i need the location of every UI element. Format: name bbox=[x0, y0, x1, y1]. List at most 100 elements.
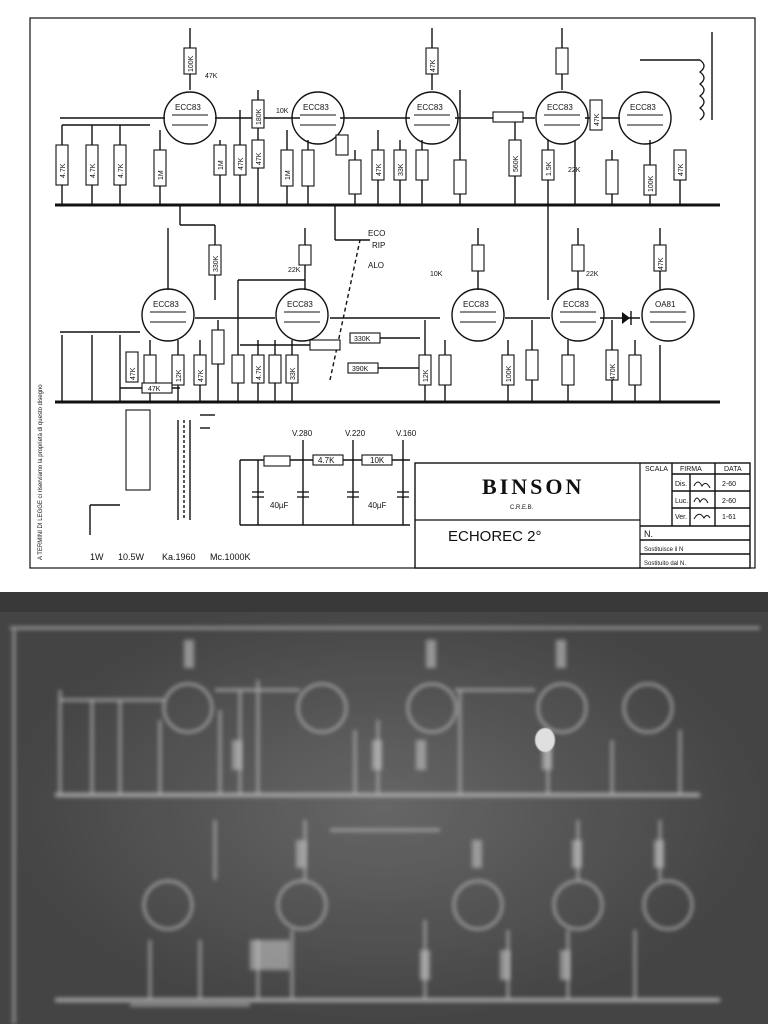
title-block bbox=[414, 462, 751, 569]
r-label: 330K bbox=[213, 255, 220, 272]
replaces-label: Sostituisce il N bbox=[644, 547, 683, 553]
footer-line: 1W 10.5W Ka.1960 Mc.1000K bbox=[90, 552, 251, 562]
r-label: 47K bbox=[238, 157, 245, 170]
th-firma: FIRMA bbox=[680, 466, 702, 473]
r-label: 47K bbox=[198, 369, 205, 382]
switch-labels: ECO RIP ALO bbox=[368, 229, 385, 270]
tube-v1 bbox=[163, 91, 217, 145]
r-label: 47K bbox=[205, 73, 218, 80]
r-label: 390K bbox=[352, 366, 369, 373]
r-label: 22K bbox=[568, 167, 581, 174]
tube-label-v5: ECC83 bbox=[630, 103, 656, 112]
r-label: 1M bbox=[218, 160, 225, 170]
r-label: 1M bbox=[158, 170, 165, 180]
tube-label-v10: OA81 bbox=[655, 300, 676, 309]
r-label: 180K bbox=[256, 108, 263, 125]
tube-v6 bbox=[141, 288, 195, 342]
model-name: ECHOREC 2° bbox=[448, 528, 542, 545]
supply-labels: V.280 V.220 V.160 40µF 40µF 4.7K 10K bbox=[270, 429, 417, 510]
number-label: N. bbox=[644, 529, 653, 539]
r-label: 47K bbox=[130, 367, 137, 380]
r-label: 47K bbox=[594, 113, 601, 126]
r-label: 1M bbox=[285, 170, 292, 180]
footer-item: Ka.1960 bbox=[162, 552, 196, 562]
r-label: 330K bbox=[354, 336, 371, 343]
th-data: DATA bbox=[724, 466, 742, 473]
r-label: 10K bbox=[430, 271, 443, 278]
tube-v3 bbox=[405, 91, 459, 145]
side-note: A TERMINI DI LEGGE ci riserviamo la prop… bbox=[38, 384, 44, 560]
r-label: 33K bbox=[290, 367, 297, 380]
tube-label-v8: ECC83 bbox=[463, 300, 489, 309]
top-schematic bbox=[29, 17, 756, 569]
tube-v10 bbox=[641, 288, 695, 342]
tube-v2 bbox=[291, 91, 345, 145]
r-label: 22K bbox=[586, 271, 599, 278]
resistor-labels: 4.7K 4.7K 4.7K 100K 47K 1M 1M 47K 180K 4… bbox=[60, 55, 685, 393]
r-label: 47K bbox=[678, 163, 685, 176]
brand-sub: C.R.E.B. bbox=[510, 505, 534, 511]
r-label: 12K bbox=[176, 369, 183, 382]
supply-v220: V.220 bbox=[345, 429, 366, 438]
tube-label-v9: ECC83 bbox=[563, 300, 589, 309]
r-label: 470K bbox=[610, 363, 617, 380]
footer-item: 10.5W bbox=[118, 552, 145, 562]
tube-labels: ECC83 ECC83 ECC83 ECC83 ECC83 ECC83 ECC8… bbox=[153, 103, 676, 309]
footer-item: Mc.1000K bbox=[210, 552, 251, 562]
r-label: 47K bbox=[148, 386, 161, 393]
r-label: 47K bbox=[658, 257, 665, 270]
footer-item: 1W bbox=[90, 552, 104, 562]
row-role: Dis. bbox=[675, 481, 687, 488]
tube-label-v6: ECC83 bbox=[153, 300, 179, 309]
tube-label-v3: ECC83 bbox=[417, 103, 443, 112]
r-label: 12K bbox=[423, 369, 430, 382]
tube-label-v2: ECC83 bbox=[303, 103, 329, 112]
r-label: 100K bbox=[506, 365, 513, 382]
r-label: 33K bbox=[398, 163, 405, 176]
tube-v9 bbox=[551, 288, 605, 342]
supply-cap-2: 40µF bbox=[368, 501, 387, 510]
r-label: 1.5K bbox=[546, 161, 553, 176]
brand-name: BINSON bbox=[482, 474, 584, 499]
sheet-border bbox=[29, 17, 756, 569]
tube-v7 bbox=[275, 288, 329, 342]
row-date: 1-61 bbox=[722, 514, 736, 521]
photo-copy bbox=[0, 592, 768, 1024]
tube-v8 bbox=[451, 288, 505, 342]
photo-background bbox=[0, 592, 768, 1024]
row-date: 2-60 bbox=[722, 481, 736, 488]
switch-label-eco: ECO bbox=[368, 229, 385, 238]
r-label: 560K bbox=[513, 155, 520, 172]
supply-cap-1: 40µF bbox=[270, 501, 289, 510]
tube-label-v1: ECC83 bbox=[175, 103, 201, 112]
supply-r1: 4.7K bbox=[318, 456, 335, 465]
r-label: 10K bbox=[276, 108, 289, 115]
r-label: 22K bbox=[288, 267, 301, 274]
tube-v5 bbox=[618, 91, 672, 145]
r-label: 4.7K bbox=[256, 365, 263, 380]
r-label: 47K bbox=[256, 152, 263, 165]
row-date: 2-60 bbox=[722, 498, 736, 505]
r-label: 100K bbox=[648, 175, 655, 192]
supply-v160: V.160 bbox=[396, 429, 417, 438]
r-label: 4.7K bbox=[90, 163, 97, 178]
supply-v280: V.280 bbox=[292, 429, 313, 438]
title-table: SCALA FIRMA DATA Dis. 2-60 Luc. 2-60 Ver… bbox=[644, 466, 742, 567]
r-label: 4.7K bbox=[60, 163, 67, 178]
tube-label-v4: ECC83 bbox=[547, 103, 573, 112]
signature-marks bbox=[693, 481, 711, 520]
switch-label-alo: ALO bbox=[368, 261, 384, 270]
r-label: 47K bbox=[430, 59, 437, 72]
r-label: 4.7K bbox=[118, 163, 125, 178]
replaced-by-label: Sostituito dal N. bbox=[644, 561, 686, 567]
supply-r2: 10K bbox=[370, 456, 385, 465]
tube-v4 bbox=[535, 91, 589, 145]
r-label: 100K bbox=[188, 55, 195, 72]
tube-label-v7: ECC83 bbox=[287, 300, 313, 309]
r-label: 47K bbox=[376, 163, 383, 176]
photo-stain bbox=[535, 728, 555, 752]
th-scala: SCALA bbox=[645, 466, 668, 473]
row-role: Ver. bbox=[675, 514, 687, 521]
